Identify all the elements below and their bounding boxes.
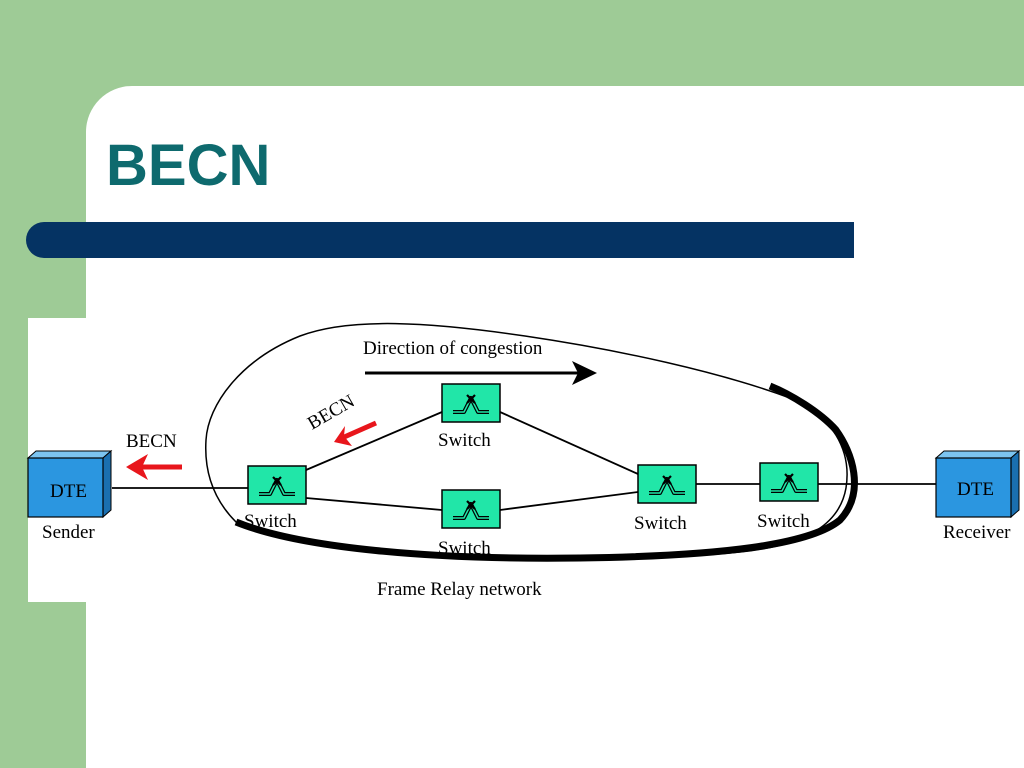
switch-5-label: Switch — [757, 511, 810, 532]
switch-3 — [441, 489, 501, 529]
switch-2 — [441, 383, 501, 423]
switch-1 — [247, 465, 307, 505]
switch-2-label: Switch — [438, 430, 491, 451]
switch-1-label: Switch — [244, 511, 297, 532]
network-cloud-outline — [205, 322, 848, 560]
sender-dte-box — [26, 449, 113, 519]
switch-4-label: Switch — [634, 513, 687, 534]
receiver-caption: Receiver — [943, 522, 1011, 543]
sender-caption: Sender — [42, 522, 95, 543]
becn-left-label: BECN — [126, 431, 177, 452]
congestion-label: Direction of congestion — [363, 338, 543, 359]
becn-inner-label: BECN — [304, 391, 359, 435]
congestion-arrowhead — [572, 361, 597, 385]
title-underline-bar — [26, 222, 854, 258]
switch-5 — [759, 462, 819, 502]
sender-dte-label: DTE — [50, 481, 87, 502]
link-s1-s3 — [305, 497, 443, 511]
receiver-dte-label: DTE — [957, 479, 994, 500]
becn-left-arrow — [126, 454, 182, 480]
link-s2-s4 — [499, 411, 639, 475]
switch-3-label: Switch — [438, 538, 491, 559]
becn-inner-arrow — [334, 420, 378, 446]
green-accent-top — [0, 0, 358, 86]
switch-4 — [637, 464, 697, 504]
receiver-dte-box — [934, 449, 1021, 519]
link-s3-s4 — [499, 491, 639, 511]
network-label: Frame Relay network — [377, 579, 542, 600]
slide-title: BECN — [106, 133, 271, 198]
link-s1-s2 — [305, 411, 443, 471]
